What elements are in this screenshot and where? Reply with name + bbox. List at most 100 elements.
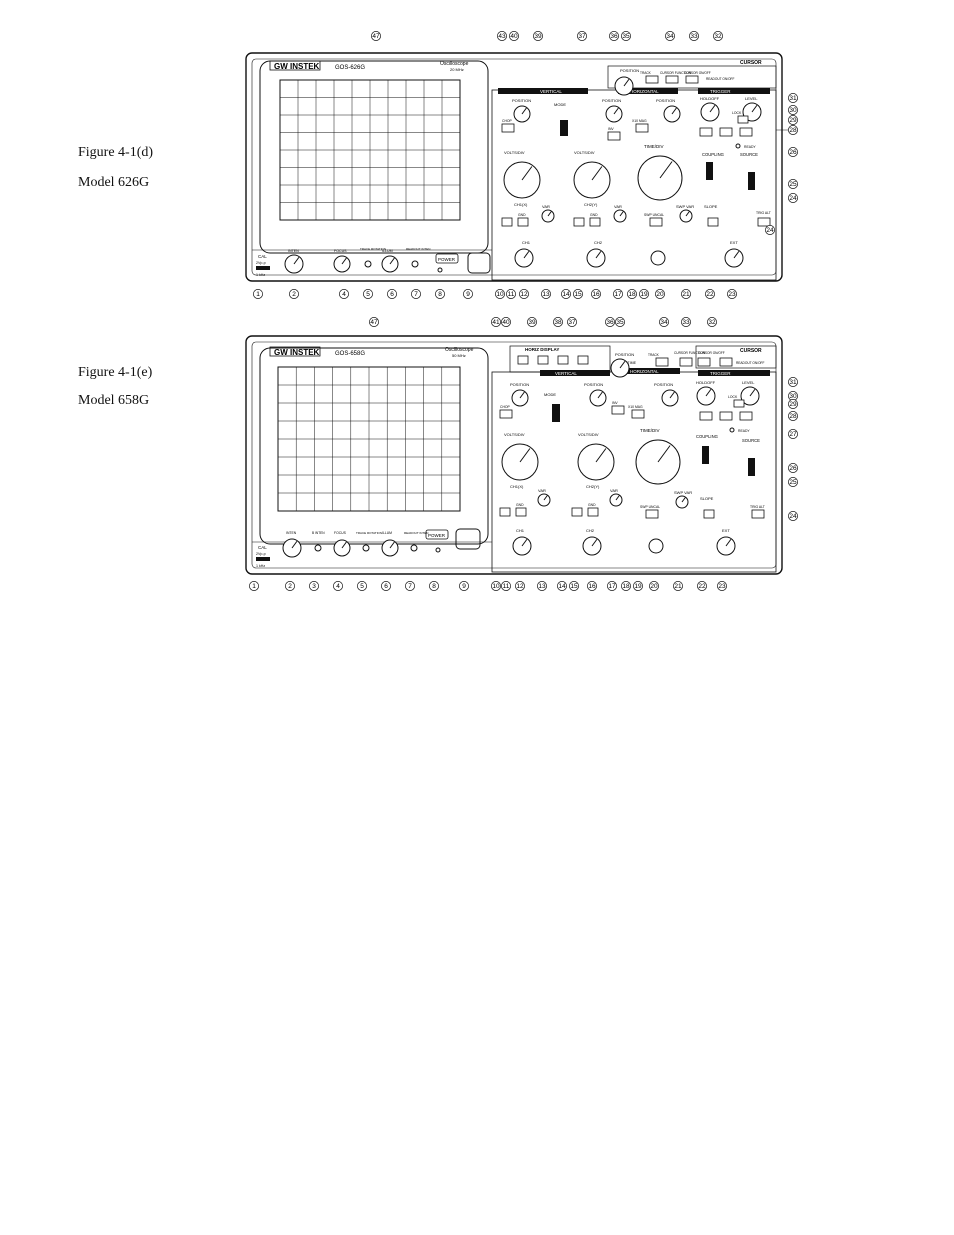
callout-marker [788,193,798,203]
callout-number: 30 [789,107,797,114]
panel-label: ILLUM [382,531,392,535]
callout-number: 29 [789,401,797,408]
callout-marker [788,411,798,421]
callout-marker [553,317,563,327]
callout-number: 26 [789,149,797,156]
panel-label: CURSOR ON/OFF [698,351,725,355]
panel-label: CH1 [522,240,531,245]
callout-marker [515,581,525,591]
callout-number: 27 [789,431,797,438]
callout-number: 37 [578,33,586,40]
callout-marker [519,289,529,299]
callout-number: 21 [682,291,690,298]
callout-number: 34 [666,33,674,40]
panel-label: TRACE ROTATION [360,247,386,251]
mode-switch [560,120,568,136]
callout-marker [309,581,319,591]
callout-number: 35 [616,319,624,326]
callout-number: 2 [292,291,296,298]
panel-label: ILLUM [382,249,393,253]
horiz-display-a-button [517,355,529,365]
power-lamp [437,267,443,273]
callout-number: 12 [520,291,528,298]
callout-number: 14 [558,583,566,590]
callout-number: 47 [372,33,380,40]
callout-marker [509,31,519,41]
callout-marker [659,317,669,327]
coupling-switch [706,162,713,180]
callout-marker [788,399,798,409]
panel-label: SLOPE [704,204,718,209]
callout-marker [591,289,601,299]
callout-marker [621,581,631,591]
callout-marker [613,289,623,299]
power-switch [467,252,491,274]
callout-number: 28 [789,413,797,420]
trig-alt-button [757,217,771,227]
panel-label: MODE [554,102,566,107]
callout-number: 18 [628,291,636,298]
callout-marker [788,463,798,473]
callout-number: 13 [538,583,546,590]
svg-text:TRIGGER: TRIGGER [710,89,731,94]
svg-text:VERTICAL: VERTICAL [555,371,577,376]
panel-label: VAR [538,488,546,493]
callout-number: 40 [510,33,518,40]
track-button [655,357,669,367]
trace-rotation-control [362,544,370,552]
callout-marker [567,317,577,327]
callout-number: 12 [516,583,524,590]
callout-marker [537,581,547,591]
panel-label: GND [518,213,526,217]
cursor-function-button [665,75,679,84]
panel-label: HOLDOFF [696,380,716,385]
swp-uncal-indicator [645,509,659,519]
slope-button [703,509,715,519]
panel-label: VOLTS/DIV [504,150,525,155]
callout-number: 8 [438,291,442,298]
callout-marker [788,377,798,387]
ch1-gnd-button [515,507,527,517]
callout-number: 35 [622,33,630,40]
ch2-ac-dc-button [571,507,583,517]
callout-number: 5 [360,583,364,590]
svg-text:HORIZONTAL: HORIZONTAL [630,89,659,94]
panel-label: VAR [542,204,550,209]
callout-number: 20 [650,583,658,590]
lock-button [737,115,749,124]
callout-number: 1 [252,583,256,590]
callout-number: 21 [674,583,682,590]
callout-number: 9 [462,583,466,590]
callout-marker [533,31,543,41]
trig-mode-auto-button [699,411,713,421]
ch1-ac-dc-button [501,217,513,227]
panel-label: POSITION [656,98,675,103]
brand-logo: GW INSTEK [274,348,320,357]
callout-number: 24 [789,513,797,520]
ready-lamp [735,143,741,149]
panel-label: TIME/DIV [640,428,660,433]
callout-number: 39 [528,319,536,326]
callout-number: 11 [508,291,515,298]
callout-number: 29 [789,117,797,124]
callout-marker [788,105,798,115]
callout-number: 7 [414,291,418,298]
panel-label: READY [744,145,756,149]
svg-text:CAL: CAL [258,545,267,550]
cursor-on-off-button [697,357,711,367]
x10-mag-button [631,409,645,419]
trig-mode-norm-button [719,127,733,137]
callout-number: 32 [708,319,716,326]
callout-number: 25 [789,181,797,188]
callout-marker [705,289,715,299]
callout-marker [655,289,665,299]
panel-label: INV [608,127,614,131]
panel-label: VOLTS/DIV [578,432,599,437]
callout-marker [621,31,631,41]
chop-button [501,123,515,133]
callout-marker [289,289,299,299]
panel-label: POSITION [602,98,621,103]
ch1-ac-dc-button [499,507,511,517]
inv-button [607,131,621,141]
